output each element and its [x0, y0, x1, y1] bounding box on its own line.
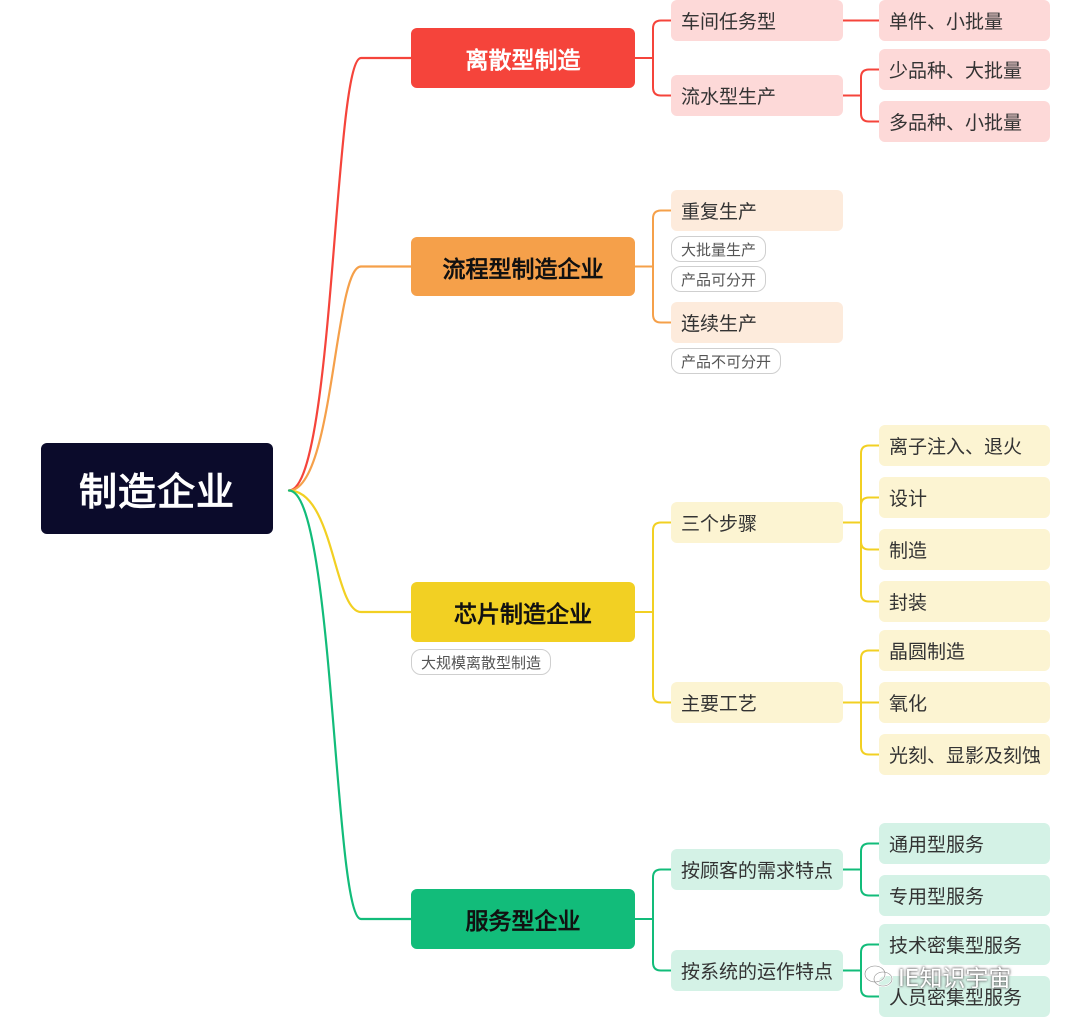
- leaf-2-0-0: 离子注入、退火: [879, 425, 1050, 466]
- branch-note-2: 大规模离散型制造: [411, 649, 552, 675]
- leaf-0-1-1: 多品种、小批量: [879, 101, 1050, 142]
- branch-line-2: [287, 489, 413, 614]
- branch-node-1: 流程型制造企业: [411, 237, 635, 296]
- subtopic-0-0: 车间任务型: [671, 0, 843, 41]
- connector-line-18: [842, 868, 880, 897]
- wechat-icon: [864, 965, 893, 987]
- subtopic-2-1: 主要工艺: [671, 682, 843, 723]
- branch-node-3: 服务型企业: [411, 889, 635, 949]
- subtopic-note-1-0-0: 大批量生产: [671, 236, 767, 262]
- watermark-text: IE知识宇宙: [898, 966, 1012, 992]
- branch-node-2: 芯片制造企业: [411, 582, 635, 642]
- subtopic-3-0: 按顾客的需求特点: [671, 849, 843, 890]
- connector-line-19: [634, 918, 672, 972]
- leaf-3-0-0: 通用型服务: [879, 823, 1050, 864]
- subtopic-2-0: 三个步骤: [671, 502, 843, 543]
- leaf-3-1-1: 人员密集型服务: [879, 976, 1050, 1017]
- connector-line-12: [634, 611, 672, 704]
- connector-line-3: [842, 68, 880, 97]
- connector-line-5: [634, 209, 672, 268]
- connector-line-2: [634, 57, 672, 97]
- leaf-2-1-1: 氧化: [879, 682, 1050, 723]
- leaf-0-0-0: 单件、小批量: [879, 0, 1050, 41]
- connector-line-8: [842, 444, 880, 524]
- branch-line-1: [287, 265, 413, 492]
- subtopic-3-1: 按系统的运作特点: [671, 950, 843, 991]
- watermark: IE知识宇宙: [864, 956, 1011, 996]
- connector-line-15: [842, 701, 880, 756]
- leaf-2-0-2: 制造: [879, 529, 1050, 570]
- connector-line-4: [842, 94, 880, 123]
- connector-line-16: [634, 868, 672, 920]
- leaf-2-0-1: 设计: [879, 477, 1050, 518]
- branch-node-0: 离散型制造: [411, 28, 635, 88]
- connector-line-17: [842, 842, 880, 871]
- leaf-3-1-0: 技术密集型服务: [879, 924, 1050, 965]
- root-node: 制造企业: [41, 443, 273, 534]
- connector-line-21: [842, 969, 880, 998]
- subtopic-note-1-1-0: 产品不可分开: [671, 348, 782, 374]
- leaf-3-0-1: 专用型服务: [879, 875, 1050, 916]
- leaf-0-1-0: 少品种、大批量: [879, 49, 1050, 90]
- connector-line-11: [842, 521, 880, 603]
- leaf-2-0-3: 封装: [879, 581, 1050, 622]
- branch-line-0: [287, 56, 413, 492]
- subtopic-1-0: 重复生产: [671, 190, 843, 231]
- subtopic-note-1-0-1: 产品可分开: [671, 266, 767, 292]
- connector-line-7: [634, 521, 672, 613]
- connector-line-20: [842, 943, 880, 972]
- subtopic-0-1: 流水型生产: [671, 75, 843, 116]
- connector-line-6: [634, 265, 672, 324]
- subtopic-1-1: 连续生产: [671, 302, 843, 343]
- connector-line-0: [634, 19, 672, 59]
- leaf-2-1-0: 晶圆制造: [879, 630, 1050, 671]
- connector-line-13: [842, 649, 880, 704]
- connector-line-9: [842, 496, 880, 524]
- leaf-2-1-2: 光刻、显影及刻蚀: [879, 734, 1050, 775]
- branch-line-3: [287, 489, 413, 921]
